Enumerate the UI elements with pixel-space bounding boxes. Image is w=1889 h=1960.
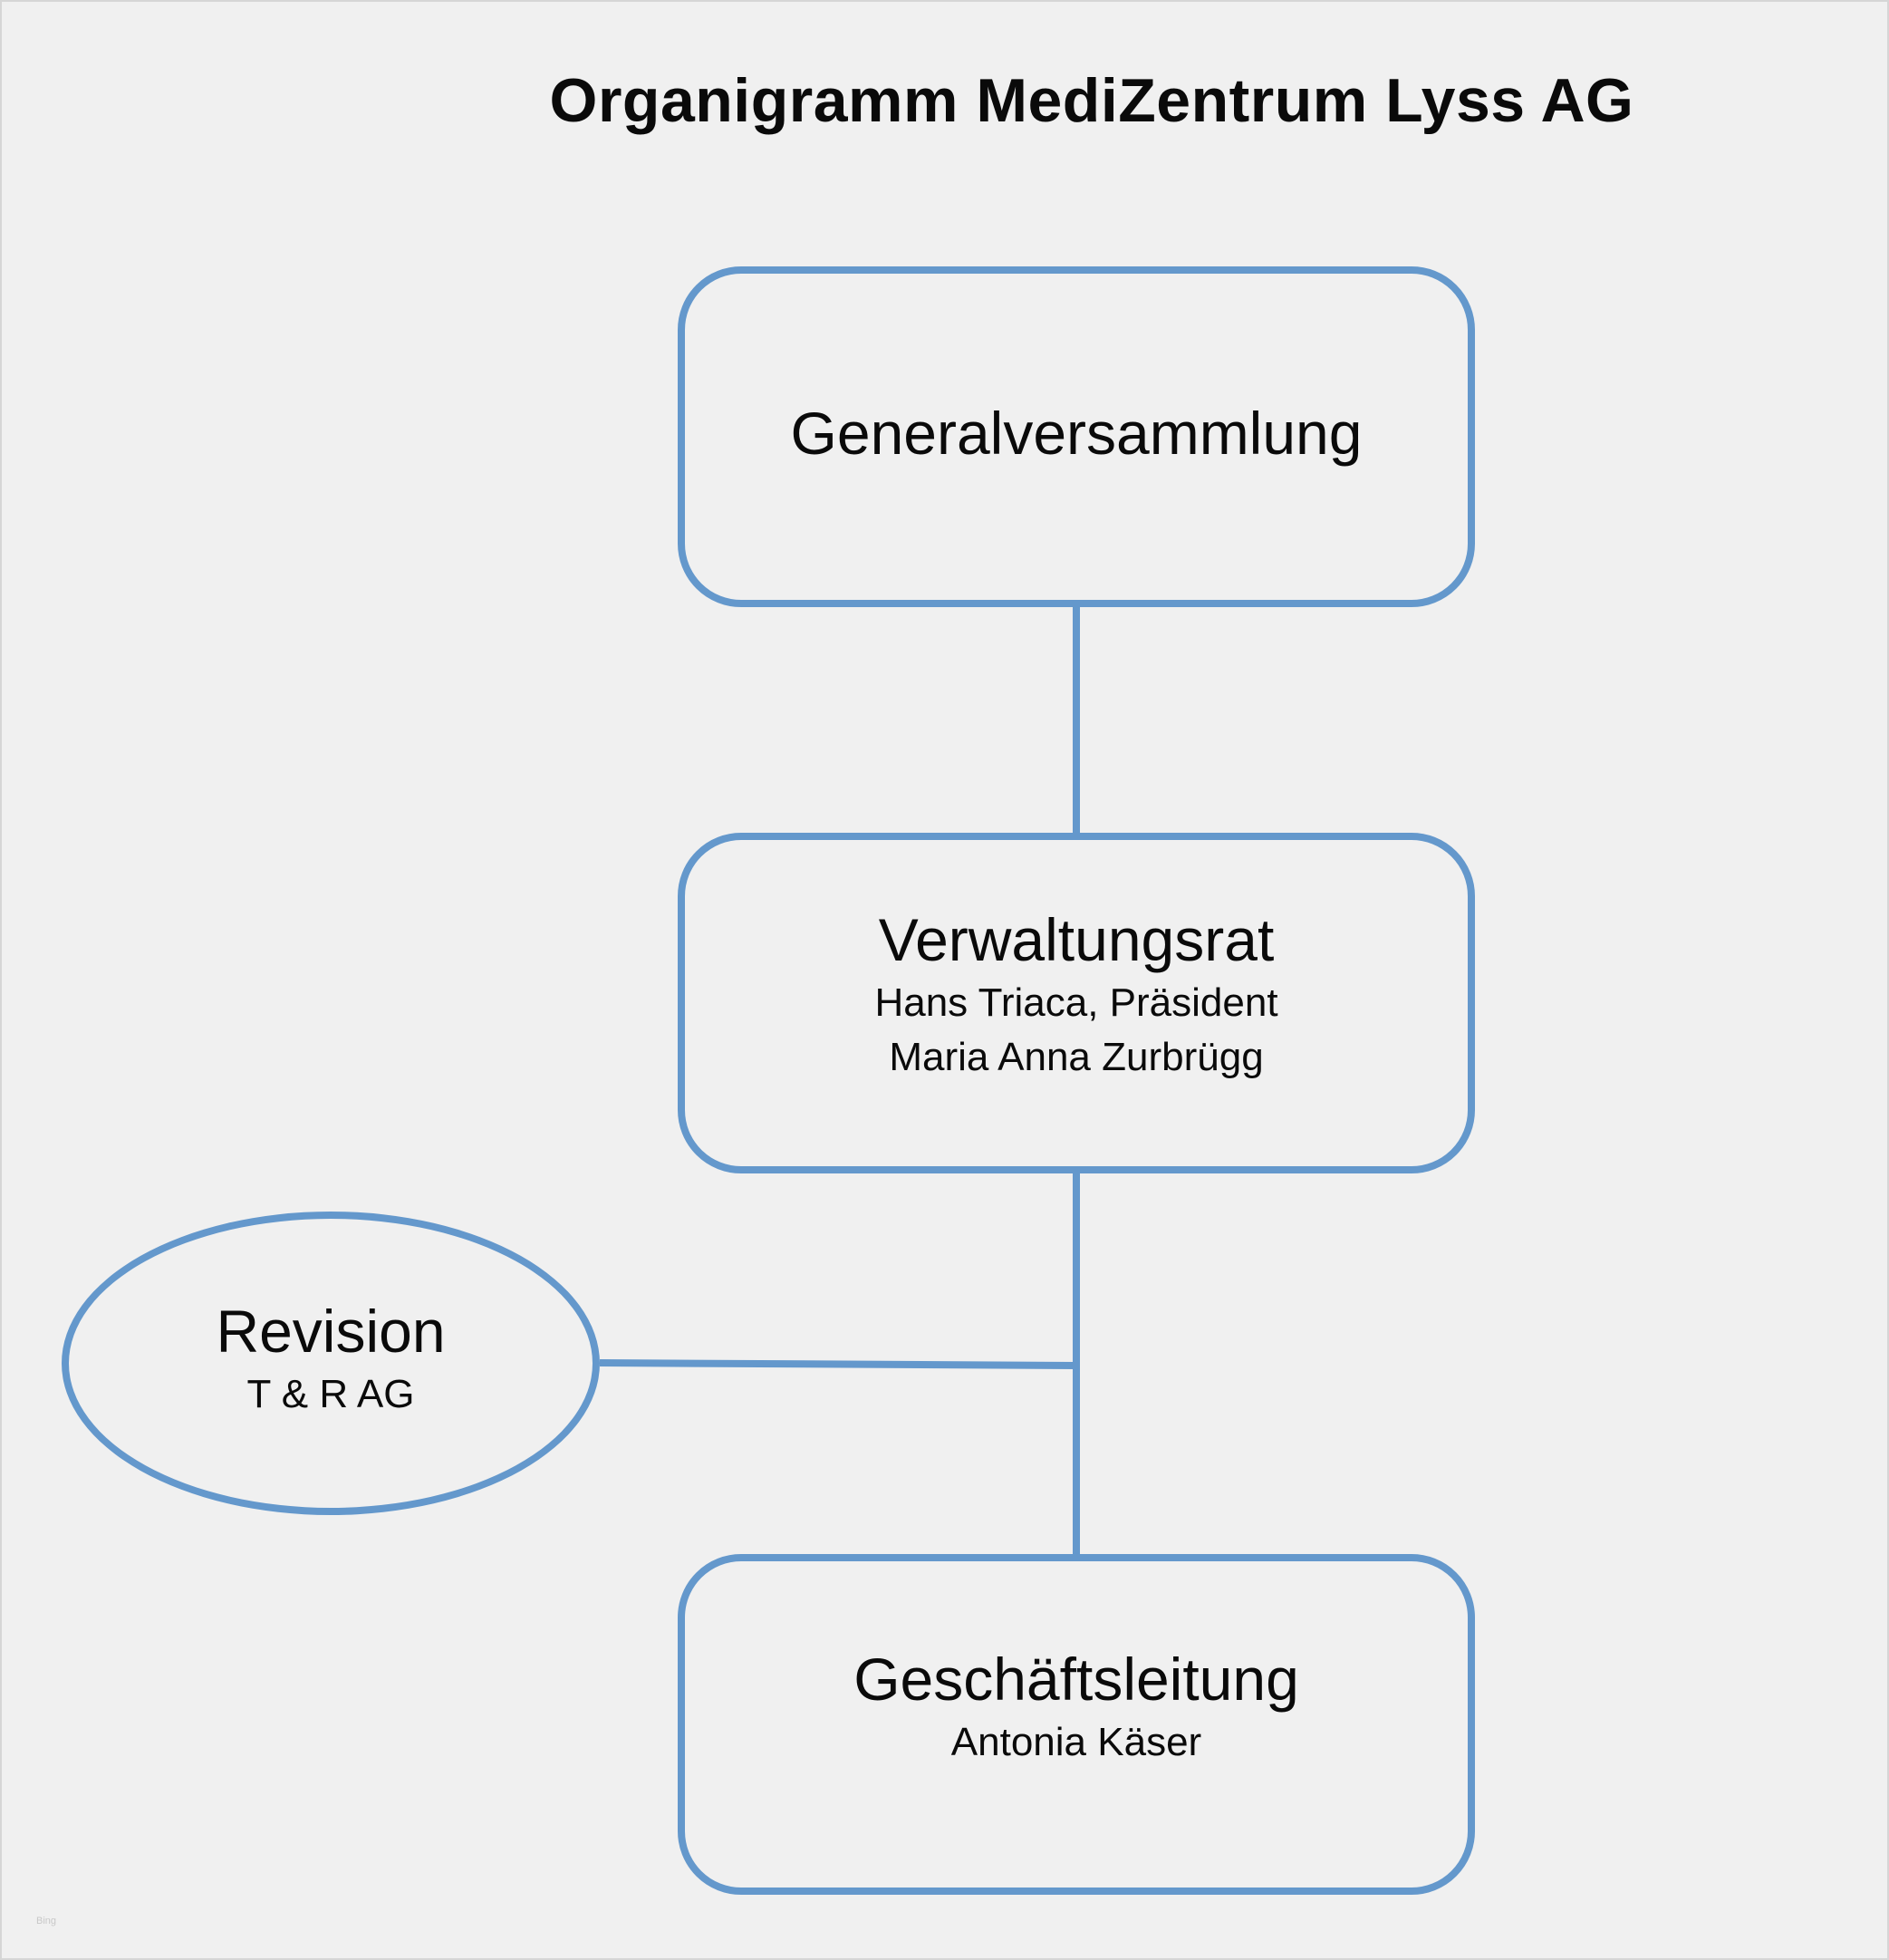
node-revision: Revision T & R AG — [62, 1212, 600, 1515]
chart-title: Organigramm MediZentrum Lyss AG — [549, 66, 1634, 135]
node-verwaltungsrat-title: Verwaltungsrat — [878, 906, 1275, 974]
node-verwaltungsrat-member: Hans Triaca, Präsident — [874, 980, 1278, 1026]
node-revision-company: T & R AG — [246, 1372, 415, 1417]
node-generalversammlung: Generalversammlung — [678, 266, 1475, 607]
node-generalversammlung-title: Generalversammlung — [790, 400, 1363, 468]
node-geschaeftsleitung-member: Antonia Käser — [950, 1719, 1202, 1764]
node-revision-title: Revision — [216, 1298, 446, 1366]
node-geschaeftsleitung: Geschäftsleitung Antonia Käser — [678, 1554, 1475, 1895]
connector-revision — [599, 1359, 1077, 1369]
node-verwaltungsrat-member: Maria Anna Zurbrügg — [889, 1034, 1264, 1079]
node-verwaltungsrat: Verwaltungsrat Hans Triaca, Präsident Ma… — [678, 833, 1475, 1173]
node-geschaeftsleitung-title: Geschäftsleitung — [853, 1645, 1299, 1713]
watermark: Bing — [36, 1916, 57, 1926]
